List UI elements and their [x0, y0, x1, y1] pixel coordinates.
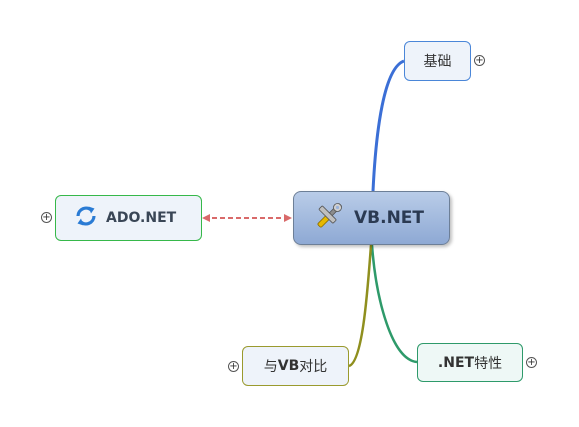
topic-net-features-label-bold: .NET [437, 354, 475, 371]
topic-basics[interactable]: 基础 [404, 41, 471, 81]
topic-ado-net[interactable]: ADO.NET [55, 195, 202, 241]
branch-line-basics [371, 59, 405, 192]
branch-line-vb-compare [348, 244, 373, 368]
topic-vb-compare-label-bold: VB [277, 358, 300, 374]
topic-vb-compare-label-post: 对比 [299, 359, 328, 375]
expand-vb-compare-button[interactable]: + [228, 361, 239, 372]
branch-line-net-features [370, 244, 418, 364]
tools-icon [314, 201, 344, 236]
refresh-arrows-icon [74, 204, 98, 232]
topic-basics-label: 基础 [423, 54, 452, 70]
topic-vb-compare-label-pre: 与 [263, 359, 278, 375]
root-topic[interactable]: VB.NET [293, 191, 450, 245]
expand-ado-net-button[interactable]: + [41, 212, 52, 223]
expand-basics-button[interactable]: + [474, 55, 485, 66]
topic-ado-net-label: ADO.NET [106, 210, 177, 226]
topic-net-features-label-rest: 特性 [474, 355, 503, 372]
root-topic-label: VB.NET [354, 208, 425, 228]
expand-net-features-button[interactable]: + [526, 357, 537, 368]
